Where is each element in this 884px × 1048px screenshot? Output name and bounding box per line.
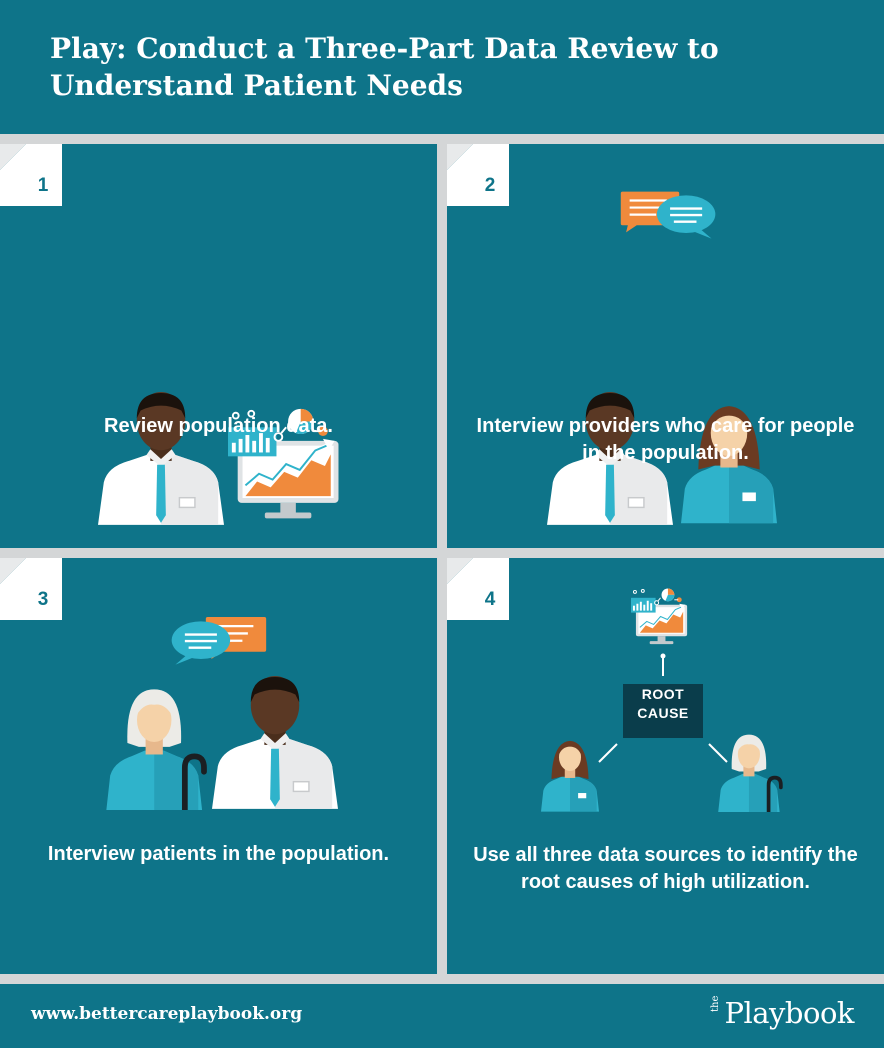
step-panel-3: 3 Interview patients in the population.	[0, 558, 437, 974]
speech-bubble-icon	[170, 620, 232, 666]
step-caption: Review population data.	[104, 415, 333, 437]
website-link[interactable]: www.bettercareplaybook.org	[31, 1004, 303, 1024]
step-number: 3	[37, 589, 49, 610]
step-number: 1	[37, 175, 49, 196]
data-dashboard-icon	[631, 587, 689, 646]
provider-figure	[212, 675, 338, 810]
patient-figure	[717, 732, 783, 812]
step-number: 4	[484, 589, 496, 610]
step-caption: Use all three data sources to identify t…	[473, 844, 858, 893]
step-number: 2	[484, 175, 496, 196]
step-panel-1: 1 Review population data.	[0, 144, 437, 548]
connector-line	[598, 743, 618, 763]
step-caption: Interview providers who care for people …	[476, 415, 855, 464]
provider-figure	[98, 391, 224, 526]
page-title: Play: Conduct a Three-Part Data Review t…	[50, 32, 719, 102]
logo-name: Playbook	[724, 996, 854, 1030]
root-cause-label: ROOT CAUSE	[637, 686, 689, 721]
root-cause-diagram	[541, 587, 783, 812]
speech-bubble-icon	[655, 194, 717, 240]
root-cause-box	[623, 684, 703, 738]
provider-interview-illustration	[547, 190, 777, 526]
title-banner: Play: Conduct a Three-Part Data Review t…	[0, 0, 884, 134]
step-caption: Interview patients in the population.	[47, 843, 390, 865]
footer: www.bettercareplaybook.org the Playbook	[0, 984, 884, 1048]
logo-prefix: the	[710, 995, 722, 1012]
provider-figure	[541, 740, 599, 812]
patient-figure	[106, 689, 204, 810]
step-panel-4: 4 ROOT CAUSE Use all three data sources …	[447, 558, 884, 974]
population-data-illustration	[98, 391, 341, 526]
playbook-logo: the Playbook	[710, 996, 854, 1030]
step-panel-2: 2 Interview providers who care for peopl…	[447, 144, 884, 548]
connector-line	[708, 743, 728, 763]
patient-interview-illustration	[0, 615, 338, 974]
